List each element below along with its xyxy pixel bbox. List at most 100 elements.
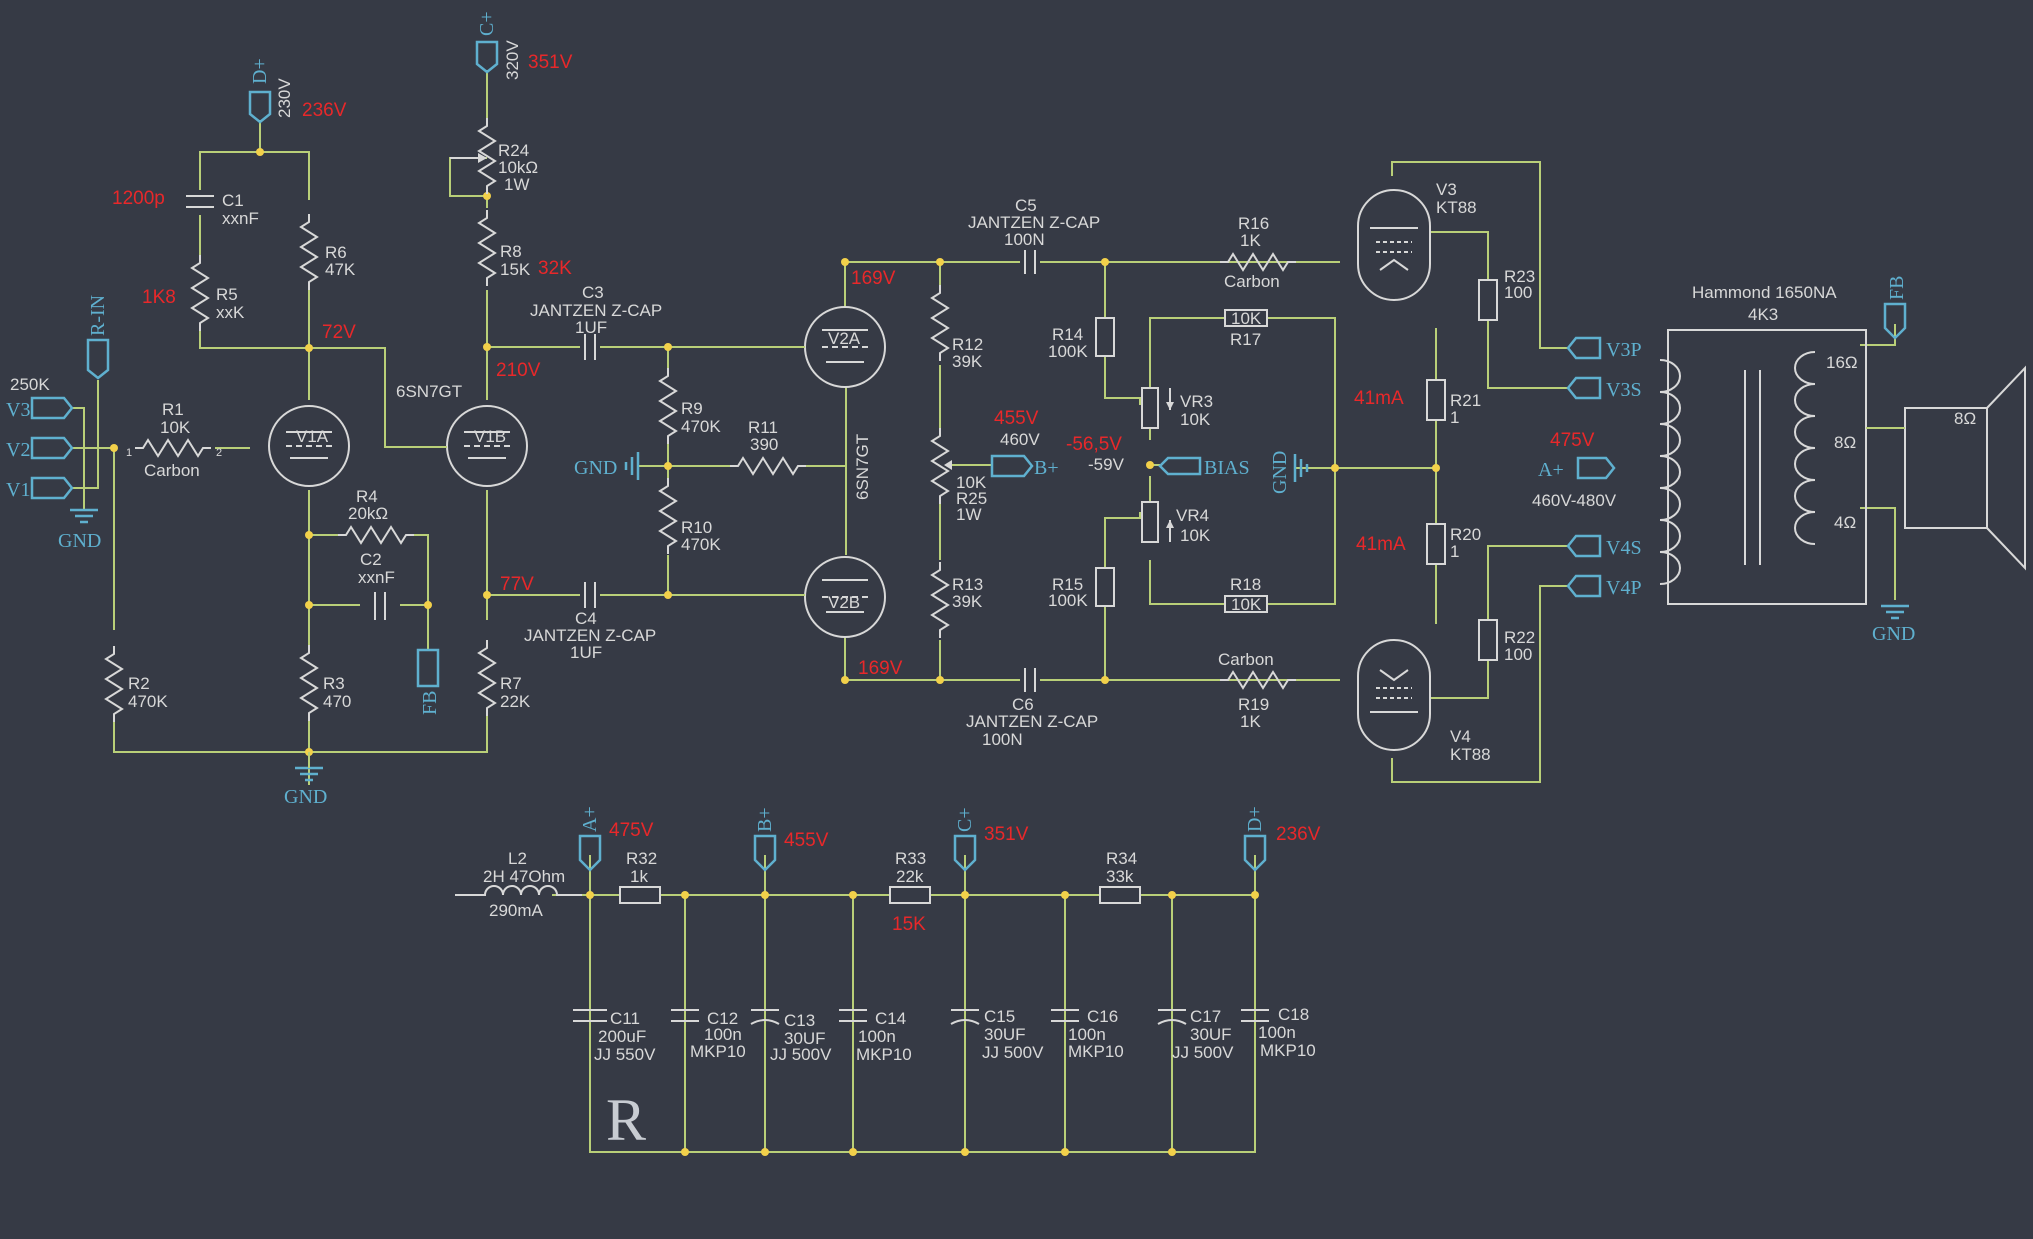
svg-text:R4: R4 (356, 487, 378, 506)
svg-text:351V: 351V (984, 824, 1029, 845)
svg-text:GND: GND (1872, 623, 1915, 645)
svg-text:B+: B+ (1034, 457, 1059, 479)
svg-text:1K: 1K (1240, 231, 1261, 250)
svg-text:4Ω: 4Ω (1834, 513, 1856, 532)
svg-text:A+: A+ (1538, 459, 1564, 481)
r11-resistor: R11 390 (729, 418, 807, 475)
c15-capacitor: C15 30UF JJ 500V (950, 1007, 1044, 1062)
svg-text:C14: C14 (875, 1009, 906, 1028)
r32-resistor: R32 1k (619, 849, 661, 904)
svg-text:V1: V1 (6, 479, 30, 501)
svg-text:30UF: 30UF (1190, 1025, 1232, 1044)
r3-resistor: R3 470 (300, 644, 351, 722)
svg-text:1: 1 (126, 447, 132, 459)
tube-v1b: V1B (385, 405, 528, 487)
vr4-trimmer: VR4 10K (1141, 501, 1211, 545)
svg-text:KT88: KT88 (1450, 745, 1491, 764)
output-transformer: Hammond 1650NA 4K3 16Ω 8Ω 4Ω (1659, 283, 1867, 605)
svg-text:100K: 100K (1048, 591, 1088, 610)
tube-v2a: V2A (780, 306, 886, 388)
c16-capacitor: C16 100n MKP10 (1051, 1007, 1124, 1061)
svg-text:C13: C13 (784, 1011, 815, 1030)
a-range: 460V-480V (1532, 491, 1617, 510)
svg-text:8Ω: 8Ω (1954, 409, 1976, 428)
title-mark: R (606, 1087, 646, 1153)
svg-text:1: 1 (1450, 542, 1459, 561)
svg-text:16Ω: 16Ω (1826, 353, 1858, 372)
svg-text:MKP10: MKP10 (1068, 1042, 1124, 1061)
svg-text:R8: R8 (500, 242, 522, 261)
svg-text:39K: 39K (952, 592, 983, 611)
svg-text:470K: 470K (681, 417, 721, 436)
svg-text:JANTZEN Z-CAP: JANTZEN Z-CAP (966, 712, 1098, 731)
svg-text:R15: R15 (1052, 575, 1083, 594)
svg-text:C2: C2 (360, 550, 382, 569)
svg-text:Hammond 1650NA: Hammond 1650NA (1692, 283, 1837, 302)
tube-v1a: V1A (268, 405, 350, 487)
measurements: 236V 351V 1200p 1K8 32K 72V 210V 77V 169… (112, 52, 1595, 935)
svg-text:455V: 455V (784, 830, 829, 851)
r33-resistor: R33 22k (889, 849, 931, 904)
svg-text:V2: V2 (6, 439, 30, 461)
r23-resistor: R23 100 (1478, 267, 1535, 321)
c5-capacitor: C5 JANTZEN Z-CAP 100N (968, 196, 1100, 274)
svg-text:100: 100 (1504, 645, 1532, 664)
junction-dots (110, 148, 1440, 1156)
svg-text:V2B: V2B (828, 593, 860, 612)
svg-text:100n: 100n (1258, 1023, 1296, 1042)
tube-type-phase: 6SN7GT (853, 434, 872, 500)
svg-text:C18: C18 (1278, 1005, 1309, 1024)
svg-text:10K: 10K (160, 418, 191, 437)
svg-text:15K: 15K (500, 260, 531, 279)
svg-text:R34: R34 (1106, 849, 1137, 868)
svg-text:320V: 320V (503, 40, 522, 80)
r19-resistor: Carbon R19 1K (1218, 650, 1297, 731)
svg-text:390: 390 (750, 435, 778, 454)
svg-text:C4: C4 (575, 609, 597, 628)
svg-text:455V: 455V (994, 408, 1039, 429)
svg-text:MKP10: MKP10 (856, 1045, 912, 1064)
svg-text:1K8: 1K8 (142, 287, 176, 308)
svg-text:xxnF: xxnF (222, 209, 259, 228)
r12-resistor: R12 39K (931, 284, 983, 371)
svg-text:R1: R1 (162, 400, 184, 419)
svg-text:V3: V3 (1436, 180, 1457, 199)
svg-text:230V: 230V (275, 78, 294, 118)
r34-resistor: R34 33k (1099, 849, 1141, 904)
svg-text:R-IN: R-IN (87, 295, 109, 336)
svg-text:C16: C16 (1087, 1007, 1118, 1026)
svg-text:30UF: 30UF (784, 1029, 826, 1048)
svg-text:1k: 1k (630, 867, 648, 886)
r4-resistor: R4 20kΩ (337, 487, 415, 544)
svg-text:R33: R33 (895, 849, 926, 868)
svg-text:R24: R24 (498, 141, 529, 160)
svg-text:2: 2 (216, 447, 222, 459)
svg-text:1UF: 1UF (570, 643, 602, 662)
svg-text:R2: R2 (128, 674, 150, 693)
svg-text:V4P: V4P (1606, 577, 1642, 599)
tube-type-driver: 6SN7GT (396, 382, 462, 401)
svg-text:470K: 470K (128, 692, 168, 711)
svg-text:V1B: V1B (474, 427, 506, 446)
svg-text:1200p: 1200p (112, 188, 165, 209)
svg-text:236V: 236V (1276, 824, 1321, 845)
svg-text:R13: R13 (952, 575, 983, 594)
svg-text:V3S: V3S (1606, 379, 1642, 401)
svg-text:10K: 10K (1180, 410, 1211, 429)
r16-resistor: R16 1K Carbon (1219, 214, 1297, 291)
svg-text:GND: GND (58, 530, 101, 552)
svg-text:D+: D+ (1244, 806, 1266, 832)
tube-v2b: V2B (780, 556, 886, 638)
svg-text:B+: B+ (754, 807, 776, 832)
c4-capacitor: C4 JANTZEN Z-CAP 1UF (524, 582, 656, 662)
svg-text:100n: 100n (1068, 1025, 1106, 1044)
svg-text:GND: GND (284, 786, 327, 808)
svg-text:FB: FB (419, 691, 441, 715)
svg-text:R16: R16 (1238, 214, 1269, 233)
r24-potentiometer: R24 10kΩ 1W (450, 117, 538, 195)
svg-text:100K: 100K (1048, 342, 1088, 361)
r22-resistor: R22 100 (1478, 619, 1535, 664)
svg-text:R23: R23 (1504, 267, 1535, 286)
